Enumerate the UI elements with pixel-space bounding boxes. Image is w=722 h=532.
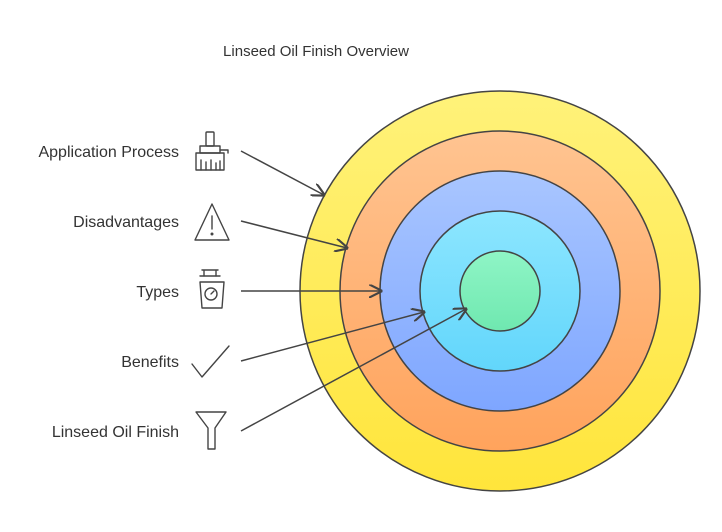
scale-icon: [199, 269, 225, 309]
arrow-disadvantages: [240, 220, 347, 248]
funnel-icon: [195, 411, 227, 450]
checkmark-icon: [191, 345, 230, 378]
paint-brush-icon: [195, 131, 229, 171]
label-disadvantages: Disadvantages: [73, 214, 179, 231]
arrow-benefits: [240, 312, 424, 362]
label-linseed-oil-finish: Linseed Oil Finish: [52, 424, 179, 441]
diagram-title: Linseed Oil Finish Overview: [223, 43, 409, 60]
ring-linseed-oil-finish: [459, 250, 541, 332]
label-benefits: Benefits: [121, 354, 179, 371]
warning-triangle-icon: [194, 203, 230, 241]
arrow-linseed-oil-finish: [240, 309, 466, 432]
label-types: Types: [136, 284, 179, 301]
label-application-process: Application Process: [38, 144, 179, 161]
arrow-application-process: [240, 150, 324, 195]
